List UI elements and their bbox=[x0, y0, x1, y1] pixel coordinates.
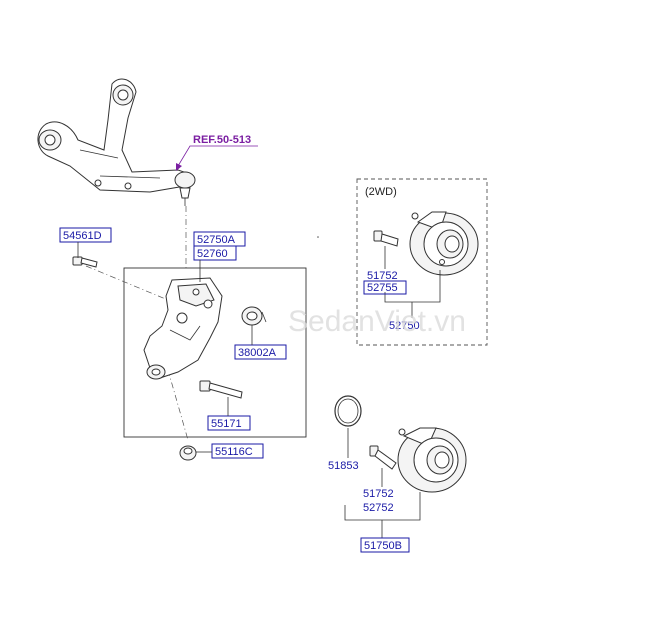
ref-label[interactable]: REF.50-513 bbox=[193, 134, 251, 146]
part-38002A[interactable]: 38002A bbox=[234, 344, 287, 360]
hub-assembly-top bbox=[409, 211, 479, 276]
group-2wd-label: (2WD) bbox=[365, 186, 397, 198]
part-number-52750A: 52750A bbox=[197, 234, 236, 246]
group-2wd-box bbox=[356, 178, 488, 346]
part-51750B[interactable]: 51750B bbox=[360, 537, 410, 553]
knuckle-group-box bbox=[123, 267, 307, 438]
oring-51853 bbox=[334, 395, 362, 427]
axis-line-3 bbox=[167, 369, 189, 441]
ref-leader bbox=[177, 145, 258, 167]
hub-bolt-bottom bbox=[369, 445, 397, 470]
bolt-54561D bbox=[72, 256, 98, 268]
watermark: SedanViet.vn bbox=[288, 305, 466, 338]
stray-dot bbox=[317, 236, 319, 238]
steering-knuckle bbox=[143, 277, 223, 380]
part-number-51750B: 51750B bbox=[364, 540, 402, 552]
bolt-55171 bbox=[199, 380, 243, 399]
part-number-54561D: 54561D bbox=[63, 230, 102, 242]
part-number-52750[interactable]: 52750 bbox=[389, 320, 420, 332]
part-55171[interactable]: 55171 bbox=[207, 415, 251, 431]
bushing-38002A bbox=[241, 306, 267, 326]
part-number-38002A: 38002A bbox=[238, 347, 277, 359]
part-52750A[interactable]: 52750A bbox=[193, 231, 246, 247]
part-number-55116C: 55116C bbox=[215, 446, 253, 458]
part-number-55171: 55171 bbox=[211, 418, 242, 430]
upper-control-arm bbox=[37, 78, 196, 206]
hub-bolt-top bbox=[373, 230, 399, 247]
nut-55116C bbox=[179, 445, 197, 461]
part-55116C[interactable]: 55116C bbox=[211, 443, 264, 459]
part-number-52755: 52755 bbox=[367, 282, 398, 294]
part-number-51853[interactable]: 51853 bbox=[328, 460, 359, 472]
part-54561D[interactable]: 54561D bbox=[59, 227, 112, 243]
part-52760[interactable]: 52760 bbox=[193, 245, 237, 261]
part-number-52752[interactable]: 52752 bbox=[363, 502, 394, 514]
leader-51750B bbox=[344, 492, 421, 538]
part-number-51752-bottom[interactable]: 51752 bbox=[363, 488, 394, 500]
hub-assembly-bottom bbox=[397, 427, 467, 493]
part-number-52760: 52760 bbox=[197, 248, 228, 260]
leader-52750 bbox=[384, 270, 441, 318]
ref-arrow-icon bbox=[176, 163, 182, 171]
part-number-51752-top[interactable]: 51752 bbox=[367, 270, 398, 282]
axis-line-1 bbox=[85, 265, 169, 301]
part-52755[interactable]: 52755 bbox=[363, 280, 407, 295]
